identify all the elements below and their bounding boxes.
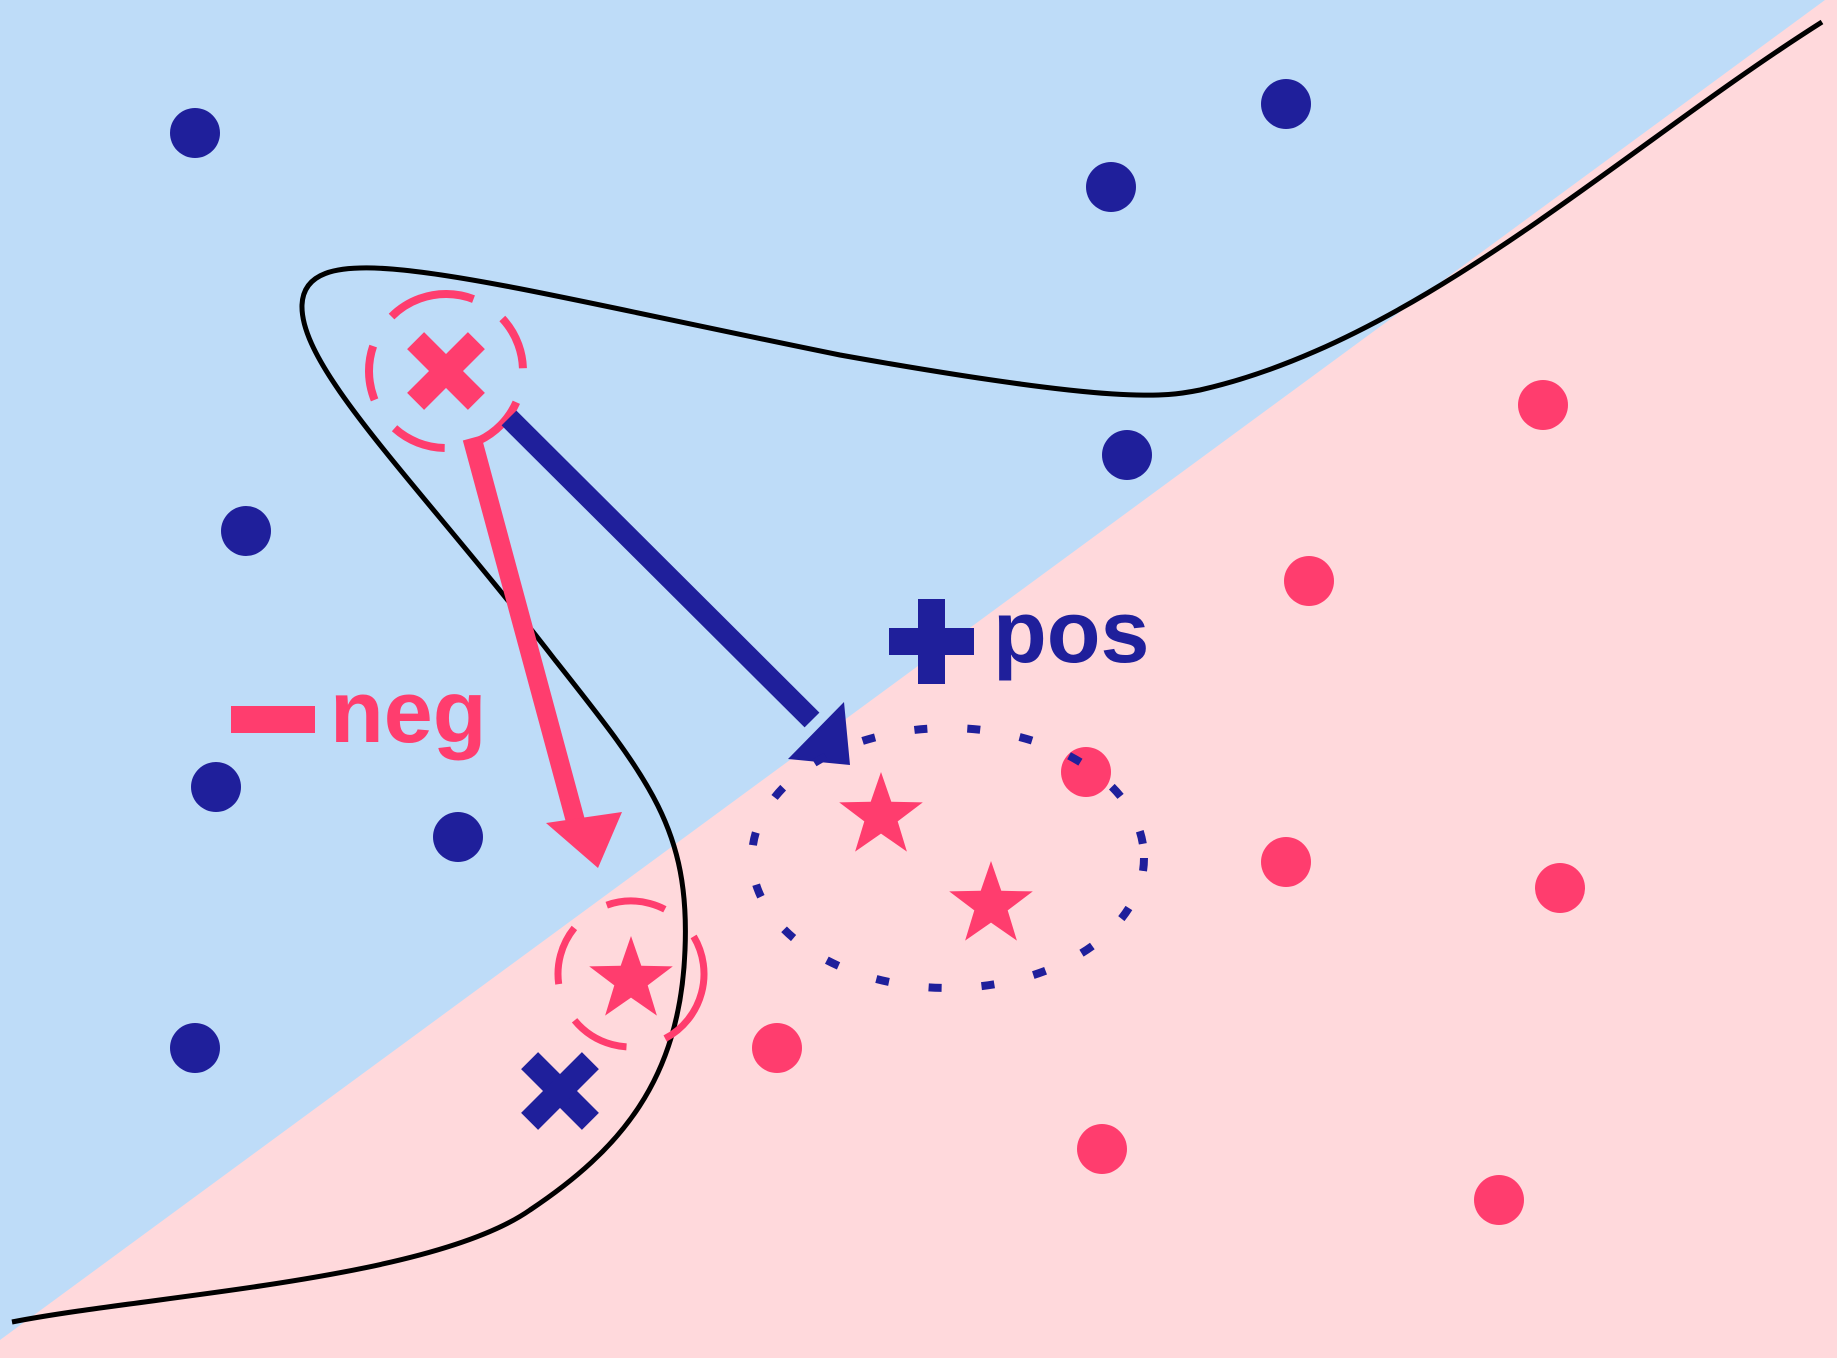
positive-arrow bbox=[501, 410, 850, 765]
pink-point bbox=[1261, 837, 1311, 887]
anchor-dashed-circle bbox=[365, 290, 527, 452]
negative-cross-icon bbox=[521, 1052, 599, 1130]
positive-legend: pos bbox=[889, 582, 1149, 684]
blue-point bbox=[170, 108, 220, 158]
blue-point bbox=[1102, 430, 1152, 480]
plus-icon bbox=[889, 599, 974, 684]
positive-label: pos bbox=[993, 582, 1149, 681]
minus-icon bbox=[231, 706, 315, 733]
decision-boundary-curve bbox=[11, 19, 1824, 1325]
negative-arrow bbox=[462, 435, 622, 868]
blue-point bbox=[1086, 162, 1136, 212]
negative-label: neg bbox=[330, 662, 486, 761]
anchor-cross-icon bbox=[407, 332, 485, 410]
negative-legend: neg bbox=[231, 662, 486, 761]
pink-point bbox=[1284, 556, 1334, 606]
pink-point bbox=[1535, 863, 1585, 913]
blue-points bbox=[170, 79, 1311, 1073]
pink-point bbox=[1474, 1175, 1524, 1225]
pink-point bbox=[1077, 1124, 1127, 1174]
blue-point bbox=[433, 812, 483, 862]
pink-points bbox=[752, 380, 1585, 1225]
blue-point bbox=[191, 762, 241, 812]
pink-point bbox=[1518, 380, 1568, 430]
negative-sample bbox=[521, 897, 708, 1130]
blue-point bbox=[170, 1023, 220, 1073]
anchor-sample bbox=[365, 290, 527, 452]
blue-point bbox=[221, 506, 271, 556]
positive-samples bbox=[748, 724, 1148, 992]
pink-point bbox=[752, 1023, 802, 1073]
blue-point bbox=[1261, 79, 1311, 129]
positive-dotted-ellipse bbox=[748, 724, 1148, 992]
pink-point bbox=[1061, 747, 1111, 797]
negative-dashed-circle bbox=[554, 897, 708, 1051]
